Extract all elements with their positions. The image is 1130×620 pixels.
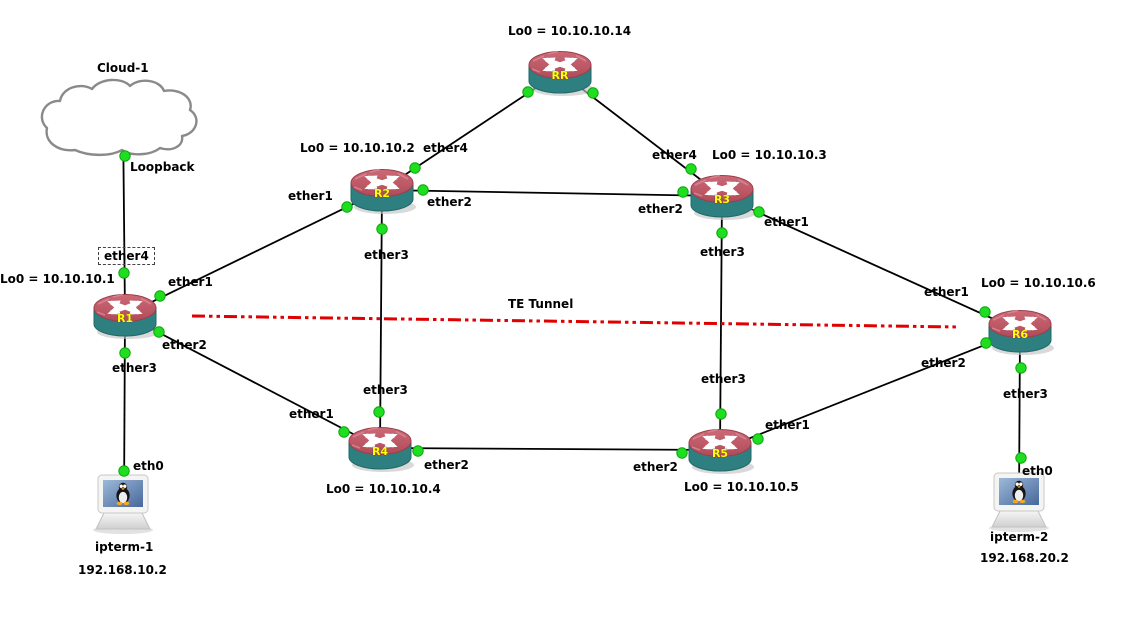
ipterm2-eth0-label[interactable]: eth0 [1022,464,1053,478]
port-dot-r6-ether1 [979,306,991,318]
r5-ether1-label[interactable]: ether1 [765,418,810,432]
r2-ether1-label[interactable]: ether1 [288,189,333,203]
lo0-label-r4[interactable]: Lo0 = 10.10.10.4 [326,482,441,496]
r6-ether3-label[interactable]: ether3 [1003,387,1048,401]
cloud1-loopback-label[interactable]: Loopback [130,160,195,174]
router-rr[interactable]: RR [529,52,594,97]
router-r6[interactable]: R6 [989,311,1054,356]
router-r3[interactable]: R3 [691,176,756,221]
lo0-label-r1[interactable]: Lo0 = 10.10.10.1 [0,272,115,286]
link-r1-r2[interactable] [124,189,383,316]
r4-ether1-label[interactable]: ether1 [289,407,334,421]
port-dot-ipterm2-eth0 [1015,452,1027,464]
port-dot-r5-ether1 [752,433,764,445]
link-r3-r6[interactable] [721,195,1021,332]
router-r1[interactable]: R1 [94,295,159,340]
port-dot-r3-ether1 [753,206,765,218]
ipterm1-ip-label[interactable]: 192.168.10.2 [78,563,167,577]
r2-ether2-label[interactable]: ether2 [427,195,472,209]
router-name-label-r6: R6 [1012,328,1028,341]
port-dot-r6-ether2 [980,337,992,349]
port-dot-r3-ether3 [716,227,728,239]
ipterm1-name-label[interactable]: ipterm-1 [95,540,154,554]
r1-ether4-label[interactable]: ether4 [98,247,155,265]
port-dot-ipterm1-eth0 [118,465,130,477]
r2-ether3-label[interactable]: ether3 [364,248,409,262]
router-name-label-r1: R1 [117,312,133,325]
router-name-label-r5: R5 [712,447,728,460]
router-r4[interactable]: R4 [349,428,414,473]
ipterm2-ip-label[interactable]: 192.168.20.2 [980,551,1069,565]
r1-ether2-label[interactable]: ether2 [162,338,207,352]
port-dot-r3-ether4 [685,163,697,175]
port-dot-r6-ether3 [1015,362,1027,374]
lo0-label-r6[interactable]: Lo0 = 10.10.10.6 [981,276,1096,290]
port-dot-r1-ether1 [154,290,166,302]
port-dot-r1-ether4 [118,267,130,279]
router-r2[interactable]: R2 [351,170,416,215]
r5-ether3-label[interactable]: ether3 [701,372,746,386]
port-dot-r1-ether3 [119,347,131,359]
lo0-label-r5[interactable]: Lo0 = 10.10.10.5 [684,480,799,494]
r6-ether2-label[interactable]: ether2 [921,356,966,370]
cloud1-name-label[interactable]: Cloud-1 [97,61,149,75]
port-dot-rr-ether2 [587,87,599,99]
router-name-label-r4: R4 [372,445,388,458]
router-name-label-r3: R3 [714,193,730,206]
router-name-label-r2: R2 [374,187,390,200]
port-dot-r3-ether2 [677,186,689,198]
r1-ether1-label[interactable]: ether1 [168,275,213,289]
ipterm2-name-label[interactable]: ipterm-2 [990,530,1049,544]
r4-ether2-label[interactable]: ether2 [424,458,469,472]
terminal-ipterm1[interactable] [92,474,154,535]
port-dot-r1-ether2 [153,326,165,338]
ipterm1-eth0-label[interactable]: eth0 [133,459,164,473]
router-name-label-rr: RR [552,69,569,82]
te-tunnel-label[interactable]: TE Tunnel [508,297,574,311]
r4-ether3-label[interactable]: ether3 [363,383,408,397]
port-dot-r5-ether2 [676,447,688,459]
r3-ether2-label[interactable]: ether2 [638,202,683,216]
te-tunnel-line[interactable] [191,314,959,329]
link-r1-r4[interactable] [124,314,381,449]
link-r5-r6[interactable] [719,330,1021,451]
link-r4-r5[interactable] [379,447,721,451]
r1-ether3-label[interactable]: ether3 [112,361,157,375]
r6-ether1-label[interactable]: ether1 [924,285,969,299]
r3-ether1-label[interactable]: ether1 [764,215,809,229]
r3-ether4-label[interactable]: ether4 [652,148,697,162]
lo0-label-r2[interactable]: Lo0 = 10.10.10.2 [300,141,415,155]
terminal-ipterm2[interactable] [988,472,1050,533]
port-dot-r2-ether4 [409,162,421,174]
port-dot-cloud1-loopback [119,150,131,162]
link-r2-r3[interactable] [381,189,723,197]
port-dot-rr-ether1 [522,86,534,98]
port-dot-r4-ether1 [338,426,350,438]
port-dot-r2-ether2 [417,184,429,196]
lo0-label-rr[interactable]: Lo0 = 10.10.10.14 [508,24,632,38]
r5-ether2-label[interactable]: ether2 [633,460,678,474]
port-dot-r5-ether3 [715,408,727,420]
port-dot-r4-ether3 [373,406,385,418]
cloud-cloud1[interactable] [40,78,198,157]
port-dot-r2-ether3 [376,223,388,235]
router-r5[interactable]: R5 [689,430,754,475]
lo0-label-r3[interactable]: Lo0 = 10.10.10.3 [712,148,827,162]
r2-ether4-label[interactable]: ether4 [423,141,468,155]
r3-ether3-label[interactable]: ether3 [700,245,745,259]
port-dot-r4-ether2 [412,445,424,457]
port-dot-r2-ether1 [341,201,353,213]
